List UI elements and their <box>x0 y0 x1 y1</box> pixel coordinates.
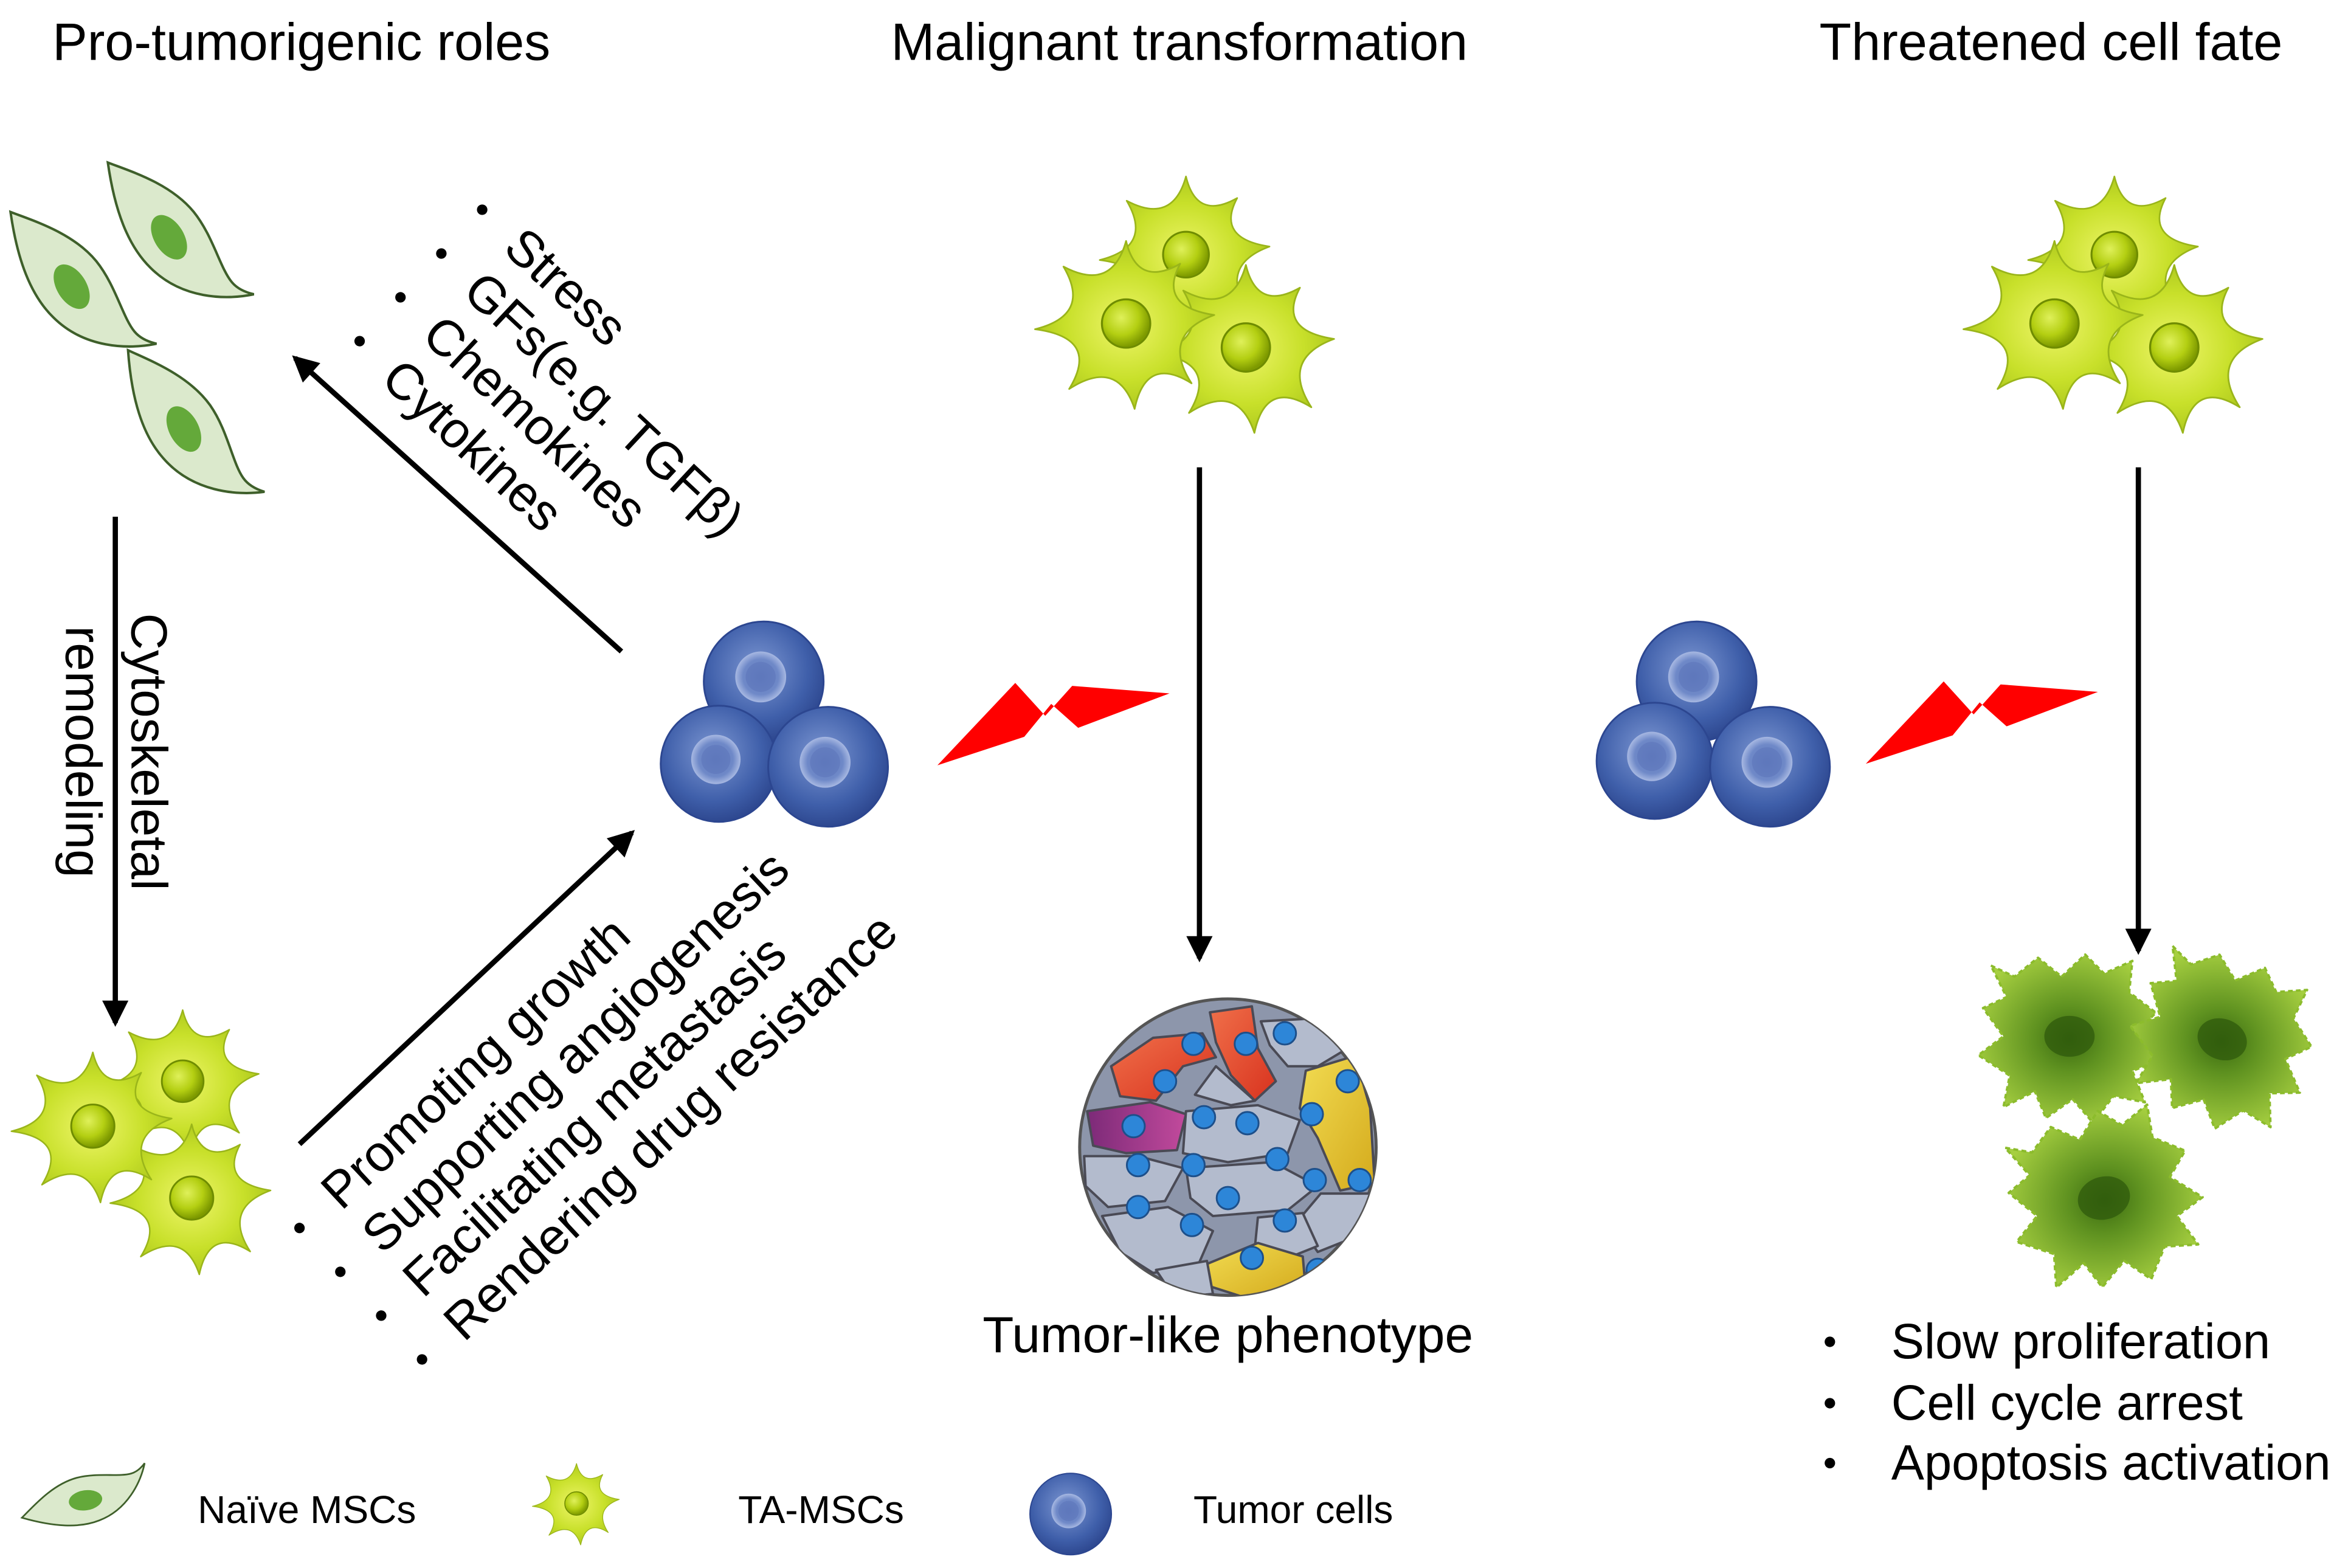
ta-msc-group-left <box>10 1009 272 1276</box>
tumor-cell-group-right <box>1595 620 1831 828</box>
fate-list: Slow proliferation Cell cycle arrest Apo… <box>1825 1314 2331 1491</box>
tumor-cell <box>767 706 889 828</box>
bullet <box>1825 1336 1835 1347</box>
arrow-tumor-to-naive <box>292 355 624 654</box>
bullet <box>376 1310 387 1321</box>
legend-label-tumor-cells: Tumor cells <box>1193 1488 1393 1532</box>
naive-msc-icon <box>16 1462 153 1534</box>
bullet <box>335 1266 346 1277</box>
lightning-icon <box>937 683 1170 765</box>
ta-msc-group-right <box>1962 175 2263 434</box>
remodeling-line: Cytoskeletal <box>121 613 178 890</box>
legend-label-naive-msc: Naïve MSCs <box>198 1488 416 1532</box>
signals-list: Stress GFs(e.g. TGFβ) Chemokines Cytokin… <box>354 204 755 547</box>
bullet <box>416 1354 427 1365</box>
fate-item: Slow proliferation <box>1891 1314 2270 1369</box>
bullet <box>1825 1457 1835 1469</box>
naive-msc-group <box>0 134 264 528</box>
tumor-like-phenotype-cluster <box>1078 997 1378 1297</box>
bullet <box>294 1223 305 1234</box>
legend-label-ta-msc: TA-MSCs <box>738 1488 904 1532</box>
remodeling-line: remodeling <box>55 626 112 877</box>
dying-cell <box>1977 953 2162 1124</box>
dying-cell-group <box>1977 930 2337 1310</box>
title-malignant-transformation: Malignant transformation <box>891 13 1468 72</box>
lightning-icon <box>1865 681 2098 764</box>
tumor-cell <box>1709 706 1831 828</box>
ta-msc-icon <box>531 1463 620 1546</box>
arrow-ta-msc-to-tumor <box>297 830 635 1146</box>
bullet <box>395 292 406 303</box>
tumor-cell-icon <box>1029 1473 1113 1556</box>
dying-cell <box>1989 1091 2220 1310</box>
tumor-cell <box>660 705 778 823</box>
bullet <box>1825 1398 1835 1409</box>
title-threatened-cell-fate: Threatened cell fate <box>1820 13 2283 72</box>
tumor-cell <box>1595 702 1714 820</box>
remodeling-label: Cytoskeletal remodeling <box>55 613 178 890</box>
fate-item: Apoptosis activation <box>1891 1435 2331 1491</box>
bullet <box>354 336 365 347</box>
title-pro-tumorigenic: Pro-tumorigenic roles <box>52 13 550 72</box>
tumor-cell-group-left <box>660 620 889 828</box>
fate-item: Cell cycle arrest <box>1891 1375 2243 1431</box>
naive-msc-cell <box>108 325 264 528</box>
ta-msc-group-middle <box>1034 175 1335 434</box>
legend: Naïve MSCs TA-MSCs Tumor cells <box>16 1462 1393 1556</box>
outcome-label: Tumor-like phenotype <box>982 1306 1473 1363</box>
bullet <box>436 248 447 259</box>
bullet <box>477 204 488 215</box>
